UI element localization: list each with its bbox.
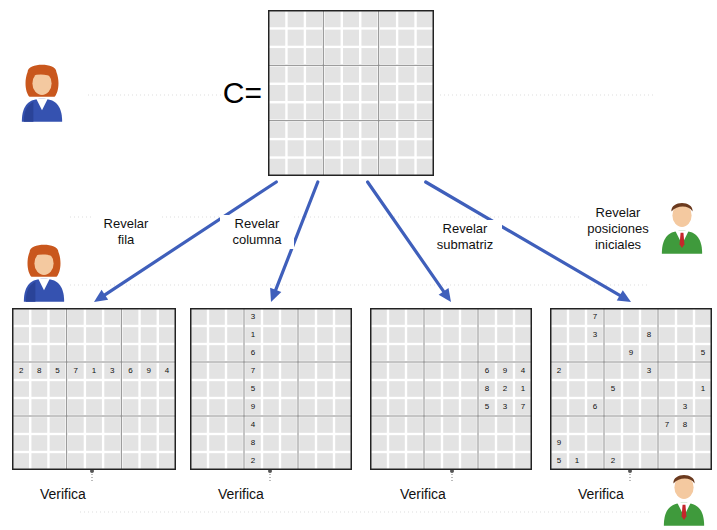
cell-number: 2 xyxy=(496,385,514,393)
cell-number: 9 xyxy=(244,403,262,411)
cell-number: 6 xyxy=(478,367,496,375)
cell-number: 7 xyxy=(658,421,676,429)
verify-label: Verifica xyxy=(576,486,626,503)
cell-number: 3 xyxy=(676,403,694,411)
edge-label: Revelar posiciones iniciales xyxy=(580,204,656,254)
cell-number: 1 xyxy=(244,331,262,339)
verify-label: Verifica xyxy=(38,486,88,503)
cell-number: 7 xyxy=(244,367,262,375)
cell-number: 7 xyxy=(514,403,532,411)
cell-number: 1 xyxy=(514,385,532,393)
cell-number: 5 xyxy=(550,457,568,465)
cell-number: 2 xyxy=(604,457,622,465)
sudoku-grid-box: 73895235163789512 xyxy=(550,308,712,470)
cell-number: 7 xyxy=(586,313,604,321)
leader-lines xyxy=(92,471,630,481)
cell-number: 5 xyxy=(244,385,262,393)
person-icon xyxy=(24,245,64,302)
sudoku-grid-box: 694 821 537 xyxy=(370,308,532,470)
sudoku-grid-box: 3 1 6 7 5 9 4 8 2 xyxy=(190,308,352,470)
cell-number: 4 xyxy=(158,367,176,375)
cell-number: 7 xyxy=(67,367,85,375)
cell-number: 2 xyxy=(12,367,30,375)
sudoku-grid xyxy=(190,308,352,470)
cell-number: 8 xyxy=(676,421,694,429)
sudoku-grid xyxy=(550,308,712,470)
cell-number: 3 xyxy=(586,331,604,339)
cell-number: 2 xyxy=(244,457,262,465)
person-icon xyxy=(662,203,702,254)
person-icon xyxy=(664,475,704,526)
edge-label: Revelar columna xyxy=(220,215,294,249)
cell-number: 8 xyxy=(244,439,262,447)
cell-number: 9 xyxy=(496,367,514,375)
cell-number: 1 xyxy=(694,385,712,393)
cell-number: 5 xyxy=(478,403,496,411)
cell-number: 3 xyxy=(244,313,262,321)
cell-number: 8 xyxy=(640,331,658,339)
sudoku-grid xyxy=(12,308,176,470)
cell-number: 9 xyxy=(550,439,568,447)
sudoku-grid-box: 285713694 xyxy=(12,308,176,470)
cell-number: 5 xyxy=(694,349,712,357)
sudoku-grid-box: C= xyxy=(268,10,434,176)
cell-number: 9 xyxy=(140,367,158,375)
cell-number: 5 xyxy=(604,385,622,393)
sudoku-grid xyxy=(370,308,532,470)
cell-number: 2 xyxy=(550,367,568,375)
edge-label: Revelar submatriz xyxy=(428,220,502,254)
cell-number: 6 xyxy=(121,367,139,375)
cell-number: 3 xyxy=(103,367,121,375)
cell-number: 6 xyxy=(244,349,262,357)
matrix-name: C= xyxy=(223,76,262,110)
verify-label: Verifica xyxy=(398,486,448,503)
cell-number: 4 xyxy=(514,367,532,375)
cell-number: 1 xyxy=(85,367,103,375)
verify-label: Verifica xyxy=(216,486,266,503)
cell-number: 1 xyxy=(568,457,586,465)
cell-number: 3 xyxy=(640,367,658,375)
edge-label: Revelar fila xyxy=(92,215,160,249)
cell-number: 9 xyxy=(622,349,640,357)
sudoku-grid xyxy=(268,10,434,176)
cell-number: 8 xyxy=(478,385,496,393)
cell-number: 3 xyxy=(496,403,514,411)
cell-number: 5 xyxy=(48,367,66,375)
person-icon xyxy=(22,65,62,122)
cell-number: 4 xyxy=(244,421,262,429)
cell-number: 8 xyxy=(30,367,48,375)
cell-number: 6 xyxy=(586,403,604,411)
